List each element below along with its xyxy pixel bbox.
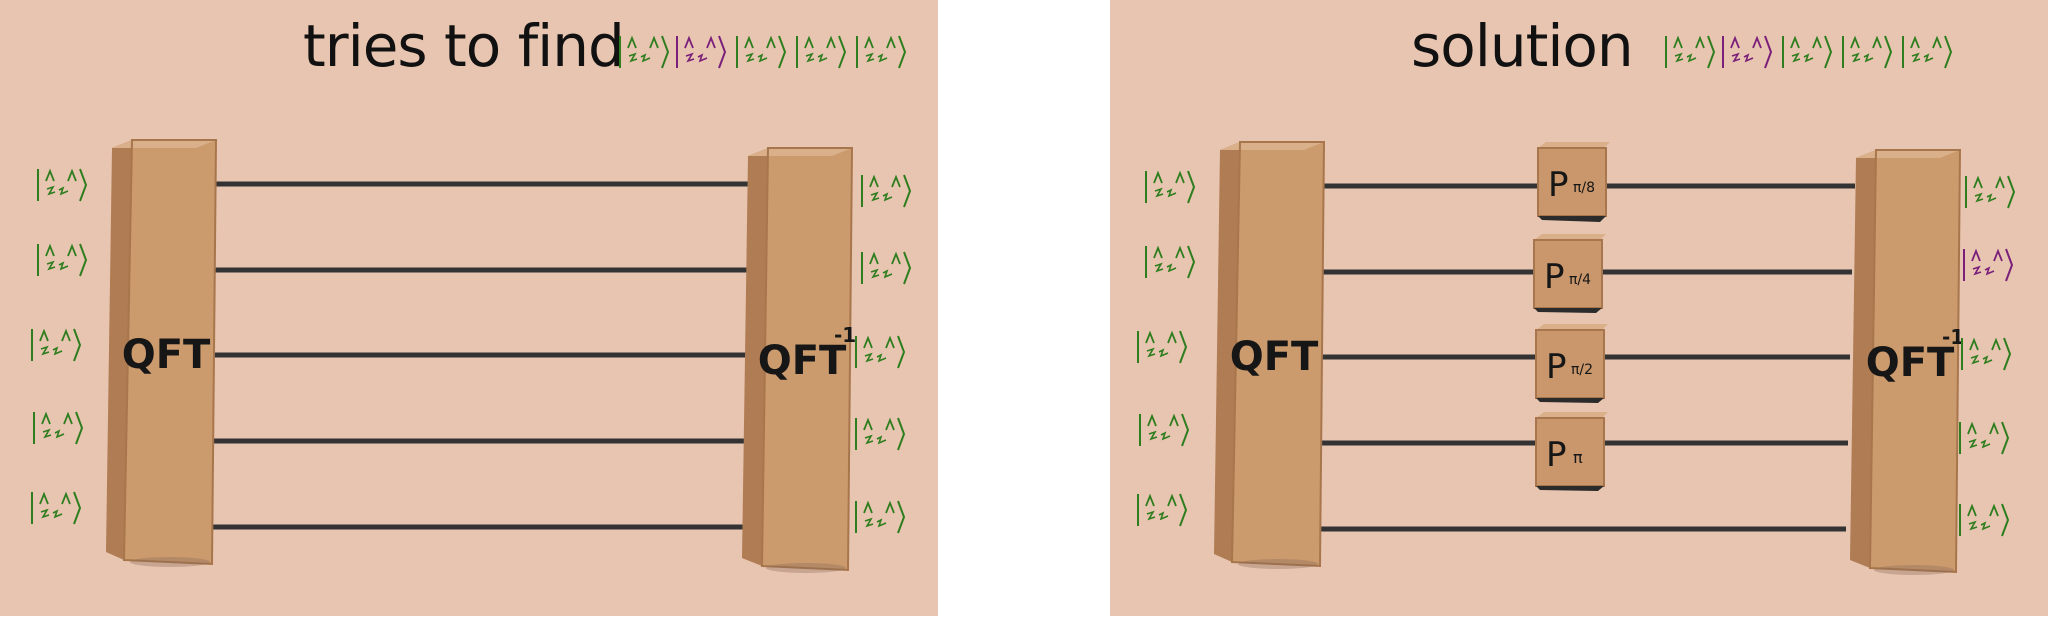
panel-title: solution: [1411, 12, 1634, 80]
qft-inverse-label: QFT: [1866, 340, 1955, 386]
cat-ket-icon: [1665, 35, 1715, 69]
phase-letter: P: [1546, 347, 1567, 387]
cat-ket-icon: [33, 411, 83, 445]
cat-ket-icon: [37, 168, 87, 202]
cat-ket-icon: [1963, 248, 2013, 282]
phase-gate: P π/8: [1537, 142, 1610, 222]
input-states: [31, 168, 87, 525]
cat-ket-icon: [1959, 421, 2009, 455]
cat-ket-icon: [861, 251, 911, 285]
cat-ket-icon: [619, 35, 669, 69]
cat-ket-icon: [796, 35, 846, 69]
input-states: [1137, 170, 1195, 527]
cat-ket-icon: [1145, 245, 1195, 279]
phase-argument: π/4: [1569, 272, 1591, 288]
qft-label: QFT: [1230, 334, 1319, 380]
phase-argument: π/2: [1571, 362, 1593, 378]
panel-title: tries to find: [303, 12, 625, 80]
cat-ket-icon: [1782, 35, 1832, 69]
panel-tries-to-find: tries to find: [0, 0, 938, 616]
qft-box: QFT: [1214, 141, 1326, 569]
cat-ket-icon: [1965, 175, 2015, 209]
cat-ket-icon: [1961, 337, 2011, 371]
phase-letter: P: [1544, 257, 1565, 297]
cat-ket-icon: [37, 243, 87, 277]
qubit-wires: [198, 181, 755, 530]
target-state: [619, 35, 906, 69]
output-states: [855, 174, 911, 534]
circuit-diagram: QFT QFT -1: [31, 35, 911, 573]
cat-ket-icon: [1137, 493, 1187, 527]
circuit-diagram: QFT P π/8 P π/4 P π/: [1137, 35, 2015, 575]
cat-ket-icon: [736, 35, 786, 69]
qft-inverse-box: QFT -1: [1850, 149, 1964, 575]
qft-label: QFT: [122, 332, 211, 378]
phase-argument: π/8: [1573, 180, 1595, 196]
inverse-superscript: -1: [1942, 325, 1964, 349]
output-states: [1959, 175, 2015, 537]
phase-argument: π: [1573, 448, 1583, 467]
cat-ket-icon: [1902, 35, 1952, 69]
cat-ket-icon: [856, 35, 906, 69]
cat-ket-icon: [31, 491, 81, 525]
cat-ket-icon: [855, 417, 905, 451]
panel-solution: solution: [1110, 0, 2048, 616]
qft-inverse-box: QFT -1: [742, 147, 856, 573]
phase-letter: P: [1546, 435, 1567, 475]
cat-ket-icon: [855, 500, 905, 534]
phase-gate: P π: [1535, 412, 1608, 491]
inverse-superscript: -1: [834, 323, 856, 347]
cat-ket-icon: [676, 35, 726, 69]
phase-gate: P π/4: [1533, 234, 1606, 313]
cat-ket-icon: [1139, 413, 1189, 447]
cat-ket-icon: [861, 174, 911, 208]
qft-box: QFT: [106, 139, 218, 567]
cat-ket-icon: [1145, 170, 1195, 204]
cat-ket-icon: [1137, 330, 1187, 364]
phase-letter: P: [1548, 165, 1569, 205]
phase-gate: P π/2: [1535, 324, 1608, 403]
cat-ket-icon: [1722, 35, 1772, 69]
qft-inverse-label: QFT: [758, 338, 847, 384]
cat-ket-icon: [1959, 503, 2009, 537]
target-state: [1665, 35, 1952, 69]
cat-ket-icon: [855, 335, 905, 369]
phase-gates: P π/8 P π/4 P π/2 P π: [1533, 142, 1610, 491]
cat-ket-icon: [1842, 35, 1892, 69]
cat-ket-icon: [31, 328, 81, 362]
